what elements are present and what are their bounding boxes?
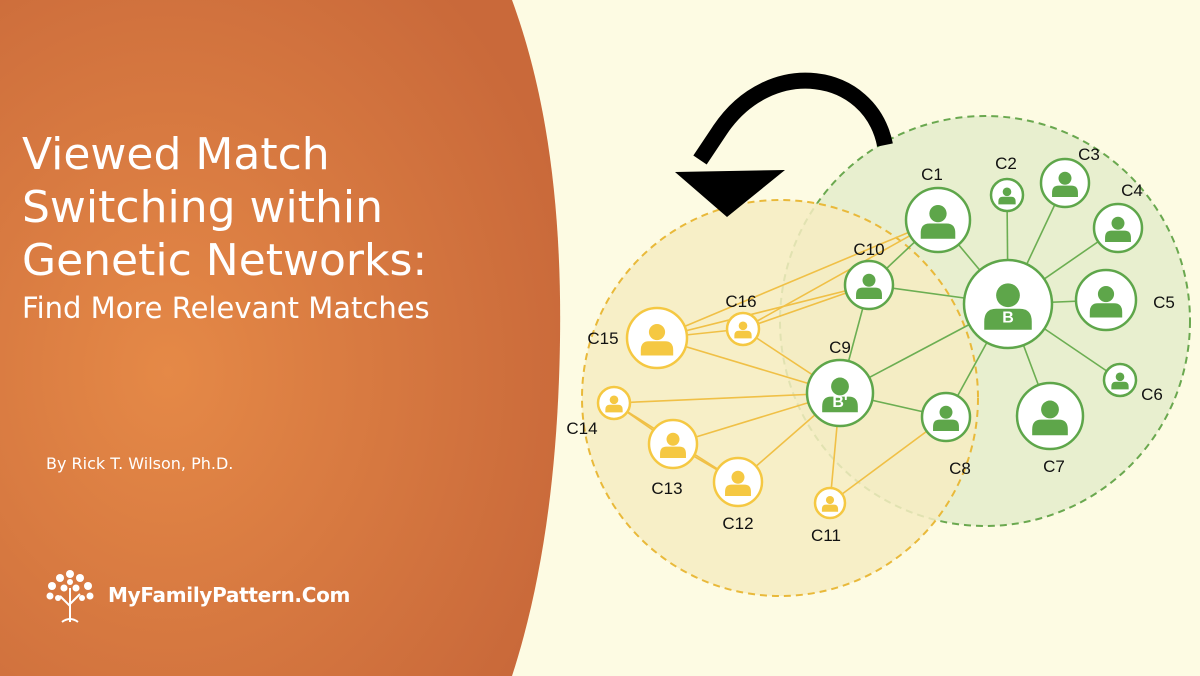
network-nodes: B B' [596,157,1144,520]
node-c16 [725,311,761,347]
label-c14: C14 [566,419,597,438]
edge-yellow [613,392,841,404]
label-c1: C1 [921,165,943,184]
label-c3: C3 [1078,145,1100,164]
node-c2 [989,177,1025,213]
subtitle: Find More Relevant Matches [22,291,430,325]
node-c3 [1039,157,1091,209]
node-c10 [843,259,895,311]
label-c13: C13 [651,479,682,498]
node-c14 [596,385,632,421]
title-line-1: Viewed Match [22,129,330,180]
label-c4: C4 [1121,181,1143,200]
label-c11: C11 [811,526,841,545]
yellow-network-circle [581,199,979,597]
node-c15 [625,306,689,370]
label-c7: C7 [1043,457,1065,476]
node-c8 [920,391,972,443]
title-line-3: Genetic Networks: [22,235,428,286]
node-c6 [1102,362,1138,398]
node-c13 [647,418,699,470]
label-c2: C2 [995,154,1017,173]
label-c5: C5 [1153,293,1175,312]
node-b: B [962,258,1054,350]
node-c11 [813,486,847,520]
edge-yellow [742,219,939,330]
edge-yellow [656,284,870,339]
node-c12 [712,456,764,508]
title-line-2: Switching within [22,182,383,233]
node-c1 [904,186,972,254]
label-c10: C10 [853,240,884,259]
label-c12: C12 [722,514,753,533]
orange-panel [0,0,561,676]
label-c8: C8 [949,459,971,478]
label-c15: C15 [587,329,618,348]
logo: MyFamilyPattern.Com [40,566,350,624]
title-block: Viewed Match Switching within Genetic Ne… [22,128,430,327]
tree-logo-icon [46,570,94,623]
node-c5 [1074,268,1138,332]
label-c16: C16 [725,292,756,311]
label-c9: C9 [829,338,851,357]
node-inner-label: B [1002,309,1014,326]
logo-text: MyFamilyPattern.Com [108,583,351,607]
node-inner-label: B' [832,394,847,411]
node-c4 [1092,202,1144,254]
switch-arrow [675,72,893,217]
node-c7 [1015,381,1085,451]
edge-yellow [656,219,939,339]
author-byline: By Rick T. Wilson, Ph.D. [46,454,234,473]
node-b-prime: B' [805,358,875,428]
label-c6: C6 [1141,385,1163,404]
